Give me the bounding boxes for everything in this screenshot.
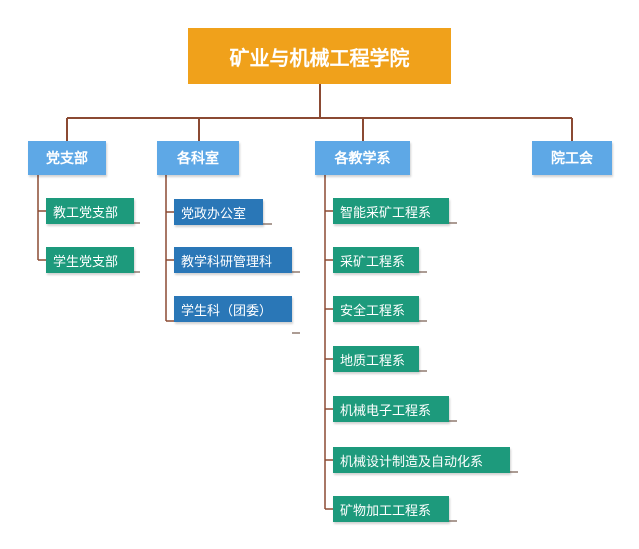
group-node-teaching-departments: 各教学系 — [315, 141, 410, 175]
leaf-node: 机械设计制造及自动化系 — [333, 447, 510, 473]
leaf-node-label: 机械设计制造及自动化系 — [340, 454, 484, 470]
leaf-node-label: 学生党支部 — [53, 254, 119, 270]
leaf-node-label: 教学科研管理科 — [181, 254, 273, 270]
leaf-node: 学生党支部 — [46, 247, 134, 273]
leaf-node-label: 教工党支部 — [53, 205, 119, 221]
group-node-label: 院工会 — [551, 151, 593, 167]
leaf-node-label: 采矿工程系 — [340, 254, 406, 270]
leaf-node-label: 矿物加工工程系 — [340, 503, 432, 519]
leaf-node: 教工党支部 — [46, 198, 134, 224]
leaf-node: 机械电子工程系 — [333, 396, 449, 422]
root-node-college: 矿业与机械工程学院 — [188, 28, 451, 84]
leaf-node-label: 安全工程系 — [340, 303, 406, 319]
leaf-node: 安全工程系 — [333, 296, 419, 322]
group-node-union: 院工会 — [532, 141, 612, 175]
leaf-node: 采矿工程系 — [333, 247, 419, 273]
group-node-departments: 各科室 — [157, 141, 239, 175]
leaf-node-label: 地质工程系 — [340, 353, 406, 369]
group-node-label: 各教学系 — [334, 151, 391, 167]
group-node-label: 各科室 — [177, 151, 219, 167]
leaf-node: 矿物加工工程系 — [333, 496, 449, 522]
group-node-party-branch: 党支部 — [28, 141, 106, 175]
root-node-label: 矿业与机械工程学院 — [229, 45, 410, 70]
leaf-node-label: 智能采矿工程系 — [340, 205, 432, 221]
leaf-node-label: 党政办公室 — [181, 206, 247, 222]
leaf-node: 学生科（团委） — [174, 296, 292, 322]
leaf-node: 智能采矿工程系 — [333, 198, 449, 224]
leaf-node-label: 机械电子工程系 — [340, 403, 432, 419]
leaf-node: 地质工程系 — [333, 346, 419, 372]
group-node-label: 党支部 — [46, 151, 88, 167]
leaf-node-label: 学生科（团委） — [181, 303, 273, 319]
leaf-node: 党政办公室 — [174, 199, 263, 225]
leaf-node: 教学科研管理科 — [174, 247, 292, 273]
